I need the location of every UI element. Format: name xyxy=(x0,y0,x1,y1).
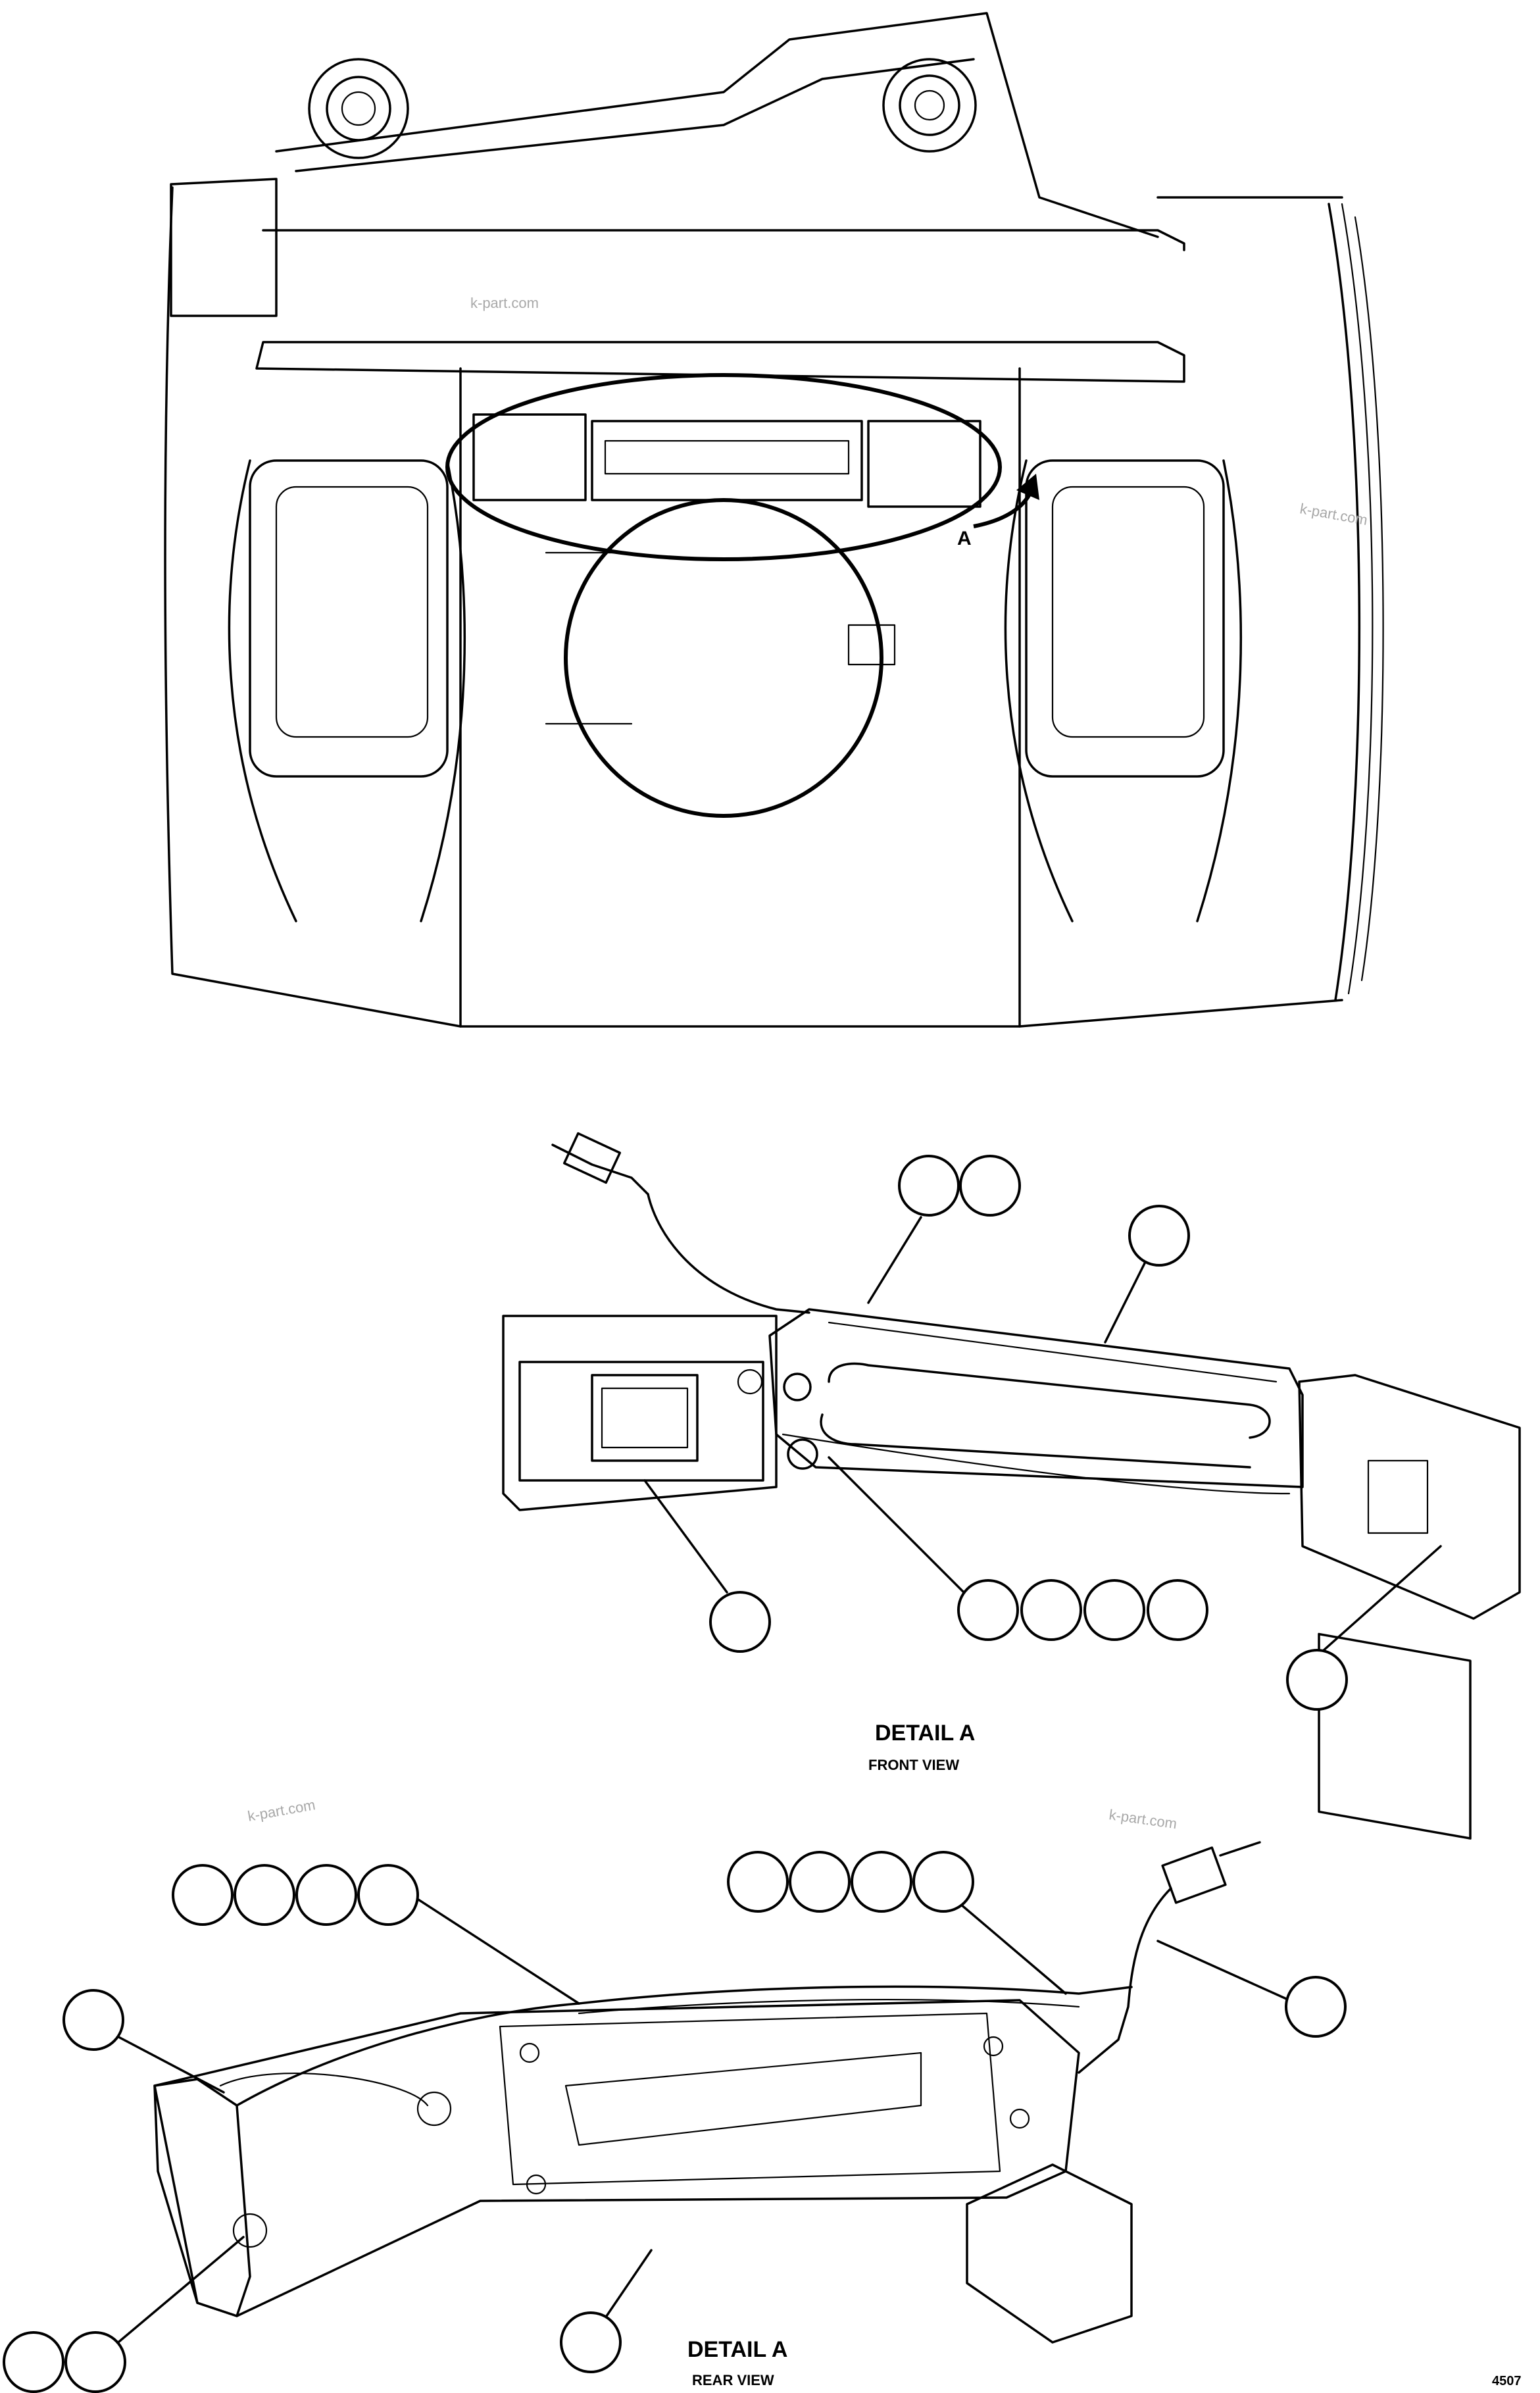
callout-balloon xyxy=(1083,1579,1145,1641)
detail-front-view: DETAIL A FRONT VIEW xyxy=(502,1132,1521,1840)
callout-balloon xyxy=(727,1851,789,1913)
drawing-number: 4507 xyxy=(1492,2374,1522,2388)
callout-balloon xyxy=(64,2331,126,2393)
watermark: k-part.com xyxy=(1108,1806,1178,1832)
callout-balloon xyxy=(1285,1976,1347,2038)
callout-balloon xyxy=(1286,1649,1348,1711)
watermark: k-part.com xyxy=(247,1796,317,1825)
detail-front-subtitle: FRONT VIEW xyxy=(868,1757,959,1773)
detail-front-title: DETAIL A xyxy=(875,1721,975,1746)
callout-balloon xyxy=(709,1591,771,1653)
callout-balloon xyxy=(357,1864,419,1926)
callout-balloon xyxy=(3,2331,64,2393)
callout-group xyxy=(709,1155,1348,1711)
callout-balloon xyxy=(295,1864,357,1926)
callout-balloon xyxy=(789,1851,851,1913)
callout-group xyxy=(3,1851,1347,2393)
detail-rear-subtitle: REAR VIEW xyxy=(692,2372,774,2388)
callout-balloon xyxy=(560,2311,622,2373)
callout-balloon xyxy=(234,1864,295,1926)
callout-balloon xyxy=(912,1851,974,1913)
callout-balloon xyxy=(957,1579,1019,1641)
detail-marker: A xyxy=(957,528,972,549)
detail-a-ellipse xyxy=(445,373,1002,561)
callout-balloon xyxy=(172,1864,234,1926)
detail-rear-title: DETAIL A xyxy=(687,2337,787,2362)
callout-balloon xyxy=(1147,1579,1208,1641)
detail-rear-view: k-part.com k-part.com xyxy=(3,1796,1522,2393)
overview-assembly: A k-part.com k-part.com xyxy=(164,12,1384,1028)
callout-balloon xyxy=(898,1155,960,1217)
callout-balloon xyxy=(62,1989,124,2051)
callout-balloon xyxy=(851,1851,912,1913)
callout-balloon xyxy=(959,1155,1021,1217)
callout-balloon xyxy=(1128,1205,1190,1267)
callout-balloon xyxy=(1020,1579,1082,1641)
watermark: k-part.com xyxy=(470,295,539,311)
